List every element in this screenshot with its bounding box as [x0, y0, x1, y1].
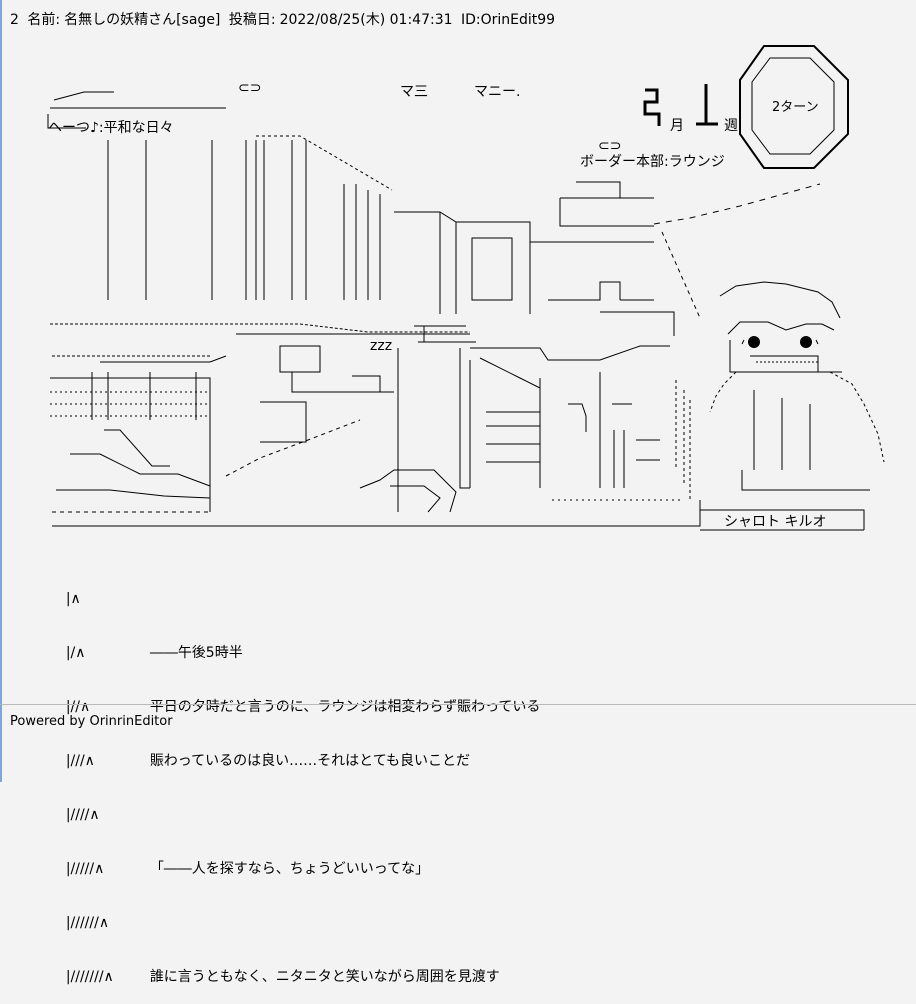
turn-badge: 2ターン — [736, 42, 852, 172]
post-id: ID:OrinEdit99 — [460, 12, 556, 28]
status-caption: ヘーつ♪:平和な日々 — [48, 120, 174, 136]
story-line: |///∧ 賑わっているのは良い……それはとても良いことだ — [48, 734, 540, 769]
story-line: |////∧ — [48, 788, 540, 823]
poster-name: 名無しの妖精さん[sage] — [64, 12, 221, 28]
ma-label-left: マ三 — [400, 84, 428, 100]
story-line: |∧ — [48, 572, 540, 607]
story-line-text: 賑わっているのは良い……それはとても良いことだ — [149, 753, 470, 769]
story-line-prefix: |//////∧ — [65, 915, 110, 931]
story-line: |//////∧ — [48, 896, 540, 931]
story-line: |///////∧ 誰に言うともなく、ニタニタと笑いながら周囲を見渡す — [48, 950, 540, 985]
story-line-prefix: |∧ — [65, 591, 81, 607]
month-label: 月 — [670, 118, 684, 134]
turn-label: 2ターン — [772, 100, 819, 115]
story-block: |∧ |/∧ ――午後5時半 |//∧ 平日の夕時だと言うのに、ラウンジは相変わらず… — [48, 536, 541, 986]
ma-label-right: マニー. — [474, 84, 521, 100]
character-face — [741, 336, 819, 363]
story-line-prefix: |/∧ — [65, 645, 86, 661]
month-number-icon — [643, 88, 661, 126]
lounge-label: ボーダー本部:ラウンジ — [580, 154, 725, 170]
story-line-prefix: |//∧ — [65, 699, 91, 715]
date-label: 投稿日: — [228, 12, 276, 28]
turn-octagon-icon — [739, 45, 849, 169]
post-date: 2022/08/25(木) 01:47:31 — [279, 12, 453, 28]
name-label: 名前: — [27, 12, 61, 28]
week-label: 週 — [724, 118, 738, 134]
story-line-text: 「――人を探すなら、ちょうどいいってな」 — [149, 861, 430, 877]
cc-lounge: ⊂⊃ — [598, 138, 622, 154]
left-eye-icon — [748, 336, 760, 348]
scene-lines — [47, 91, 885, 531]
post-number: 2 — [10, 12, 19, 28]
character-name-label: シャロト キルオ — [724, 514, 827, 530]
week-badge — [688, 80, 728, 128]
week-number-icon — [696, 84, 718, 126]
story-line: |//∧ 平日の夕時だと言うのに、ラウンジは相変わらず賑わっている — [48, 680, 541, 715]
powered-by-footer: Powered by OrinrinEditor — [10, 714, 173, 729]
story-line: |/////∧ 「――人を探すなら、ちょうどいいってな」 — [48, 842, 540, 877]
story-line-prefix: |///∧ — [65, 753, 95, 769]
month-badge — [639, 80, 679, 128]
story-line: |/∧ ――午後5時半 — [48, 626, 540, 661]
footer-divider — [0, 704, 916, 705]
ascii-art-scene: ヘーつ♪:平和な日々 ボーダー本部:ラウンジ ⊂⊃ ⊂⊃ マ三 マニー. zzz… — [47, 42, 885, 531]
right-eye-icon — [800, 336, 812, 348]
story-line-text: 誰に言うともなく、ニタニタと笑いながら周囲を見渡す — [149, 969, 500, 985]
window-left-border — [0, 0, 2, 782]
story-line-text: 平日の夕時だと言うのに、ラウンジは相変わらず賑わっている — [149, 699, 541, 715]
story-line-text: ――午後5時半 — [149, 645, 243, 661]
post-header: 2 名前:名無しの妖精さん[sage] 投稿日:2022/08/25(木) 01… — [10, 12, 555, 28]
story-line-prefix: |////∧ — [65, 807, 100, 823]
story-line-prefix: |///////∧ — [65, 969, 114, 985]
cc-top: ⊂⊃ — [238, 80, 262, 96]
story-line-prefix: |/////∧ — [65, 861, 105, 877]
zzz-label: zzz — [370, 338, 393, 354]
